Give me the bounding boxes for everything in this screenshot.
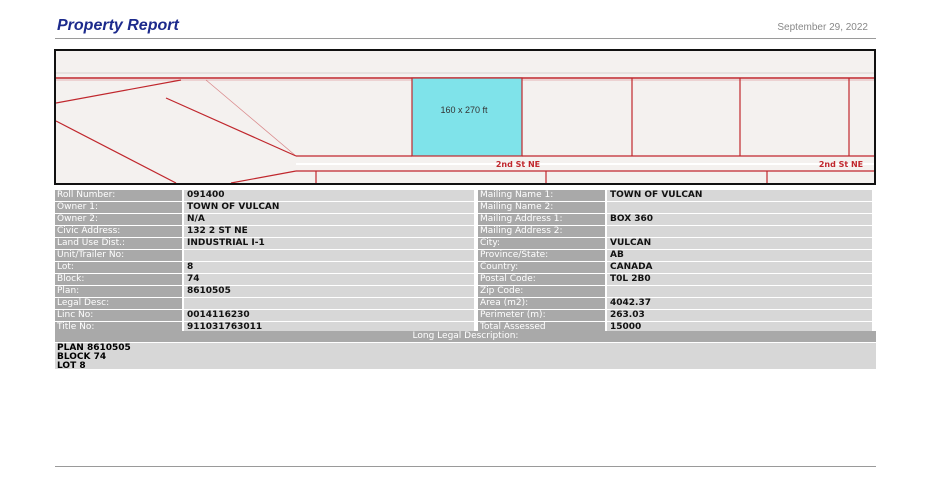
field-label: Plan:	[55, 286, 182, 297]
field-row: Block:74	[55, 274, 474, 285]
field-row: Mailing Address 1:BOX 360	[478, 214, 872, 225]
field-label: Land Use Dist.:	[55, 238, 182, 249]
field-row: Lot:8	[55, 262, 474, 273]
field-row: Civic Address:132 2 ST NE	[55, 226, 474, 237]
field-row: Legal Desc:	[55, 298, 474, 309]
field-row: Postal Code:T0L 2B0	[478, 274, 872, 285]
field-label: Lot:	[55, 262, 182, 273]
field-value	[607, 202, 872, 213]
long-legal-line: BLOCK 74	[57, 352, 107, 362]
map-drawing: 160 x 270 ft 2nd St NE 2nd St NE	[56, 72, 874, 183]
long-legal-line: LOT 8	[57, 361, 86, 371]
field-value: 911031763011	[184, 322, 474, 333]
field-label: City:	[478, 238, 605, 249]
field-label: Linc No:	[55, 310, 182, 321]
field-row: Linc No:0014116230	[55, 310, 474, 321]
field-row: Mailing Name 1:TOWN OF VULCAN	[478, 190, 872, 201]
field-row: Zip Code:	[478, 286, 872, 297]
field-value: INDUSTRIAL I-1	[184, 238, 474, 249]
report-date: September 29, 2022	[777, 22, 868, 33]
field-row: Unit/Trailer No:	[55, 250, 474, 261]
long-legal-description: PLAN 8610505 BLOCK 74 LOT 8	[55, 343, 876, 371]
field-value: N/A	[184, 214, 474, 225]
page-title: Property Report	[57, 17, 179, 34]
field-value	[184, 250, 474, 261]
field-row: Country:CANADA	[478, 262, 872, 273]
field-label: Roll Number:	[55, 190, 182, 201]
footer-divider	[55, 466, 876, 467]
field-value: 091400	[184, 190, 474, 201]
long-legal-heading: Long Legal Description:	[55, 331, 876, 342]
field-value: 15000	[607, 322, 872, 333]
field-value: 74	[184, 274, 474, 285]
field-row: Owner 2:N/A	[55, 214, 474, 225]
header-divider	[55, 38, 876, 39]
field-row: Mailing Address 2:	[478, 226, 872, 237]
field-value: BOX 360	[607, 214, 872, 225]
field-value: TOWN OF VULCAN	[607, 190, 872, 201]
field-label: Civic Address:	[55, 226, 182, 237]
field-value	[607, 286, 872, 297]
subject-parcel[interactable]	[411, 77, 523, 157]
field-label: Perimeter (m):	[478, 310, 605, 321]
field-label: Mailing Name 2:	[478, 202, 605, 213]
field-row: Mailing Name 2:	[478, 202, 872, 213]
field-label: Unit/Trailer No:	[55, 250, 182, 261]
field-row: Title No:911031763011	[55, 322, 474, 333]
field-label: Province/State:	[478, 250, 605, 261]
field-value	[184, 298, 474, 309]
street-label: 2nd St NE	[496, 160, 540, 169]
field-label: Mailing Address 1:	[478, 214, 605, 225]
field-label: Mailing Name 1:	[478, 190, 605, 201]
field-value: AB	[607, 250, 872, 261]
field-value	[607, 226, 872, 237]
field-label: Area (m2):	[478, 298, 605, 309]
field-label: Zip Code:	[478, 286, 605, 297]
field-value: CANADA	[607, 262, 872, 273]
field-value: 132 2 ST NE	[184, 226, 474, 237]
field-row: Perimeter (m):263.03	[478, 310, 872, 321]
field-value: 263.03	[607, 310, 872, 321]
field-row: Area (m2):4042.37	[478, 298, 872, 309]
field-value: 8610505	[184, 286, 474, 297]
field-row: Owner 1:TOWN OF VULCAN	[55, 202, 474, 213]
parcel-map[interactable]: 160 x 270 ft 2nd St NE 2nd St NE	[54, 49, 876, 185]
field-row: City:VULCAN	[478, 238, 872, 249]
field-label: Country:	[478, 262, 605, 273]
street-label: 2nd St NE	[819, 160, 863, 169]
field-value: T0L 2B0	[607, 274, 872, 285]
field-label: Owner 2:	[55, 214, 182, 225]
field-label: Legal Desc:	[55, 298, 182, 309]
field-row: Province/State:AB	[478, 250, 872, 261]
field-row: Roll Number:091400	[55, 190, 474, 201]
field-label: Owner 1:	[55, 202, 182, 213]
field-value: TOWN OF VULCAN	[184, 202, 474, 213]
field-row: Land Use Dist.:INDUSTRIAL I-1	[55, 238, 474, 249]
field-value: 4042.37	[607, 298, 872, 309]
field-label: Block:	[55, 274, 182, 285]
field-label: Title No:	[55, 322, 182, 333]
field-value: 8	[184, 262, 474, 273]
field-row: Plan:8610505	[55, 286, 474, 297]
field-value: 0014116230	[184, 310, 474, 321]
field-value: VULCAN	[607, 238, 872, 249]
long-legal-line: PLAN 8610505	[57, 343, 131, 353]
parcel-dimension-label: 160 x 270 ft	[440, 105, 488, 115]
field-label: Postal Code:	[478, 274, 605, 285]
field-label: Mailing Address 2:	[478, 226, 605, 237]
field-label: Total Assessed	[478, 322, 605, 333]
